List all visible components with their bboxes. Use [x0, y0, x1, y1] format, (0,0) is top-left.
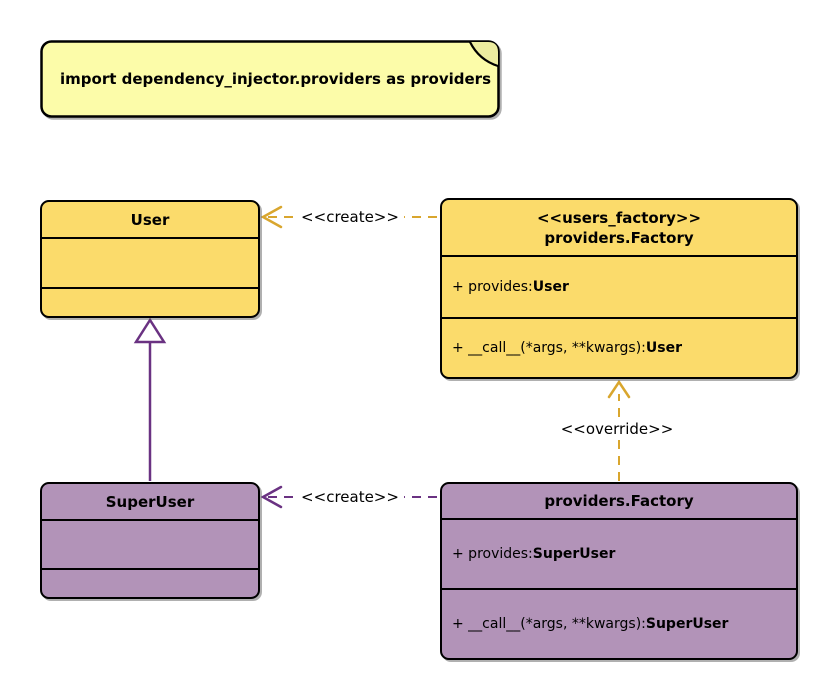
attribute-prefix: + provides: — [452, 546, 533, 562]
class-superuser-name: SuperUser — [105, 492, 195, 511]
class-users-factory-name: providers.Factory — [544, 228, 694, 247]
create-user-edge-label: <<create>> — [296, 207, 404, 227]
class-user-title: User — [42, 202, 258, 239]
note-shape — [40, 40, 500, 118]
override-edge-label: <<override>> — [555, 419, 679, 439]
class-super-users-factory-methods: + __call__(*args, **kwargs): SuperUser — [442, 590, 796, 658]
create-superuser-edge-label: <<create>> — [296, 487, 404, 507]
class-users-factory-stereotype: <<users_factory>> — [536, 208, 702, 227]
method-prefix: + __call__(*args, **kwargs): — [452, 616, 646, 632]
class-super-users-factory-title: providers.Factory — [442, 484, 796, 520]
method-prefix: + __call__(*args, **kwargs): — [452, 340, 646, 356]
class-user-attributes — [42, 239, 258, 289]
attribute-prefix: + provides: — [452, 279, 533, 295]
note-background — [40, 40, 500, 118]
note-text: import dependency_injector.providers as … — [60, 70, 492, 88]
create-superuser-arrowhead-icon — [260, 485, 283, 509]
class-superuser-methods — [42, 570, 258, 597]
import-note: import dependency_injector.providers as … — [40, 40, 500, 118]
method-return-type: SuperUser — [645, 616, 729, 632]
class-user-name: User — [130, 210, 170, 229]
attribute-type: SuperUser — [532, 546, 616, 562]
class-superuser-attributes — [42, 521, 258, 570]
class-superuser: SuperUser — [40, 482, 260, 599]
class-user: User — [40, 200, 260, 318]
class-users-factory: <<users_factory>> providers.Factory + pr… — [440, 198, 798, 379]
class-super-users-factory-attributes: + provides: SuperUser — [442, 520, 796, 590]
inheritance-triangle-icon — [133, 317, 167, 344]
note-fold-fill — [470, 42, 498, 66]
create-user-arrowhead-icon — [260, 205, 283, 229]
class-users-factory-attributes: + provides: User — [442, 257, 796, 319]
note-fold-icon — [469, 41, 499, 68]
override-arrowhead-icon — [607, 379, 631, 399]
class-superuser-title: SuperUser — [42, 484, 258, 521]
class-super-users-factory-name: providers.Factory — [544, 492, 694, 510]
class-users-factory-methods: + __call__(*args, **kwargs): User — [442, 319, 796, 377]
class-users-factory-title: <<users_factory>> providers.Factory — [442, 200, 796, 257]
attribute-type: User — [532, 279, 569, 295]
method-return-type: User — [645, 340, 682, 356]
class-super-users-factory: providers.Factory + provides: SuperUser … — [440, 482, 798, 660]
class-user-methods — [42, 289, 258, 316]
